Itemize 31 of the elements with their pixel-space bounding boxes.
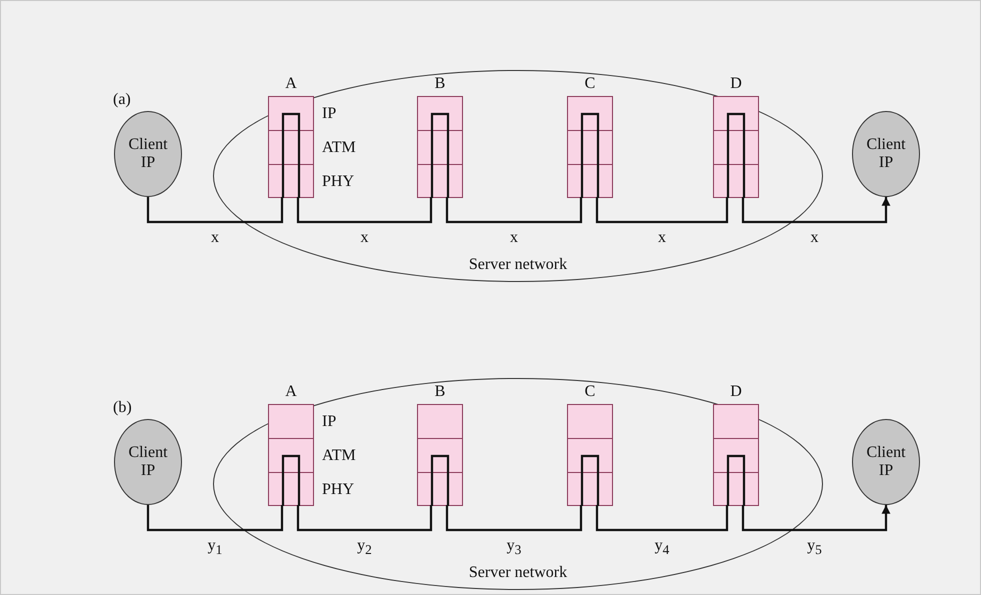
node-letter: D bbox=[730, 76, 742, 92]
connector bbox=[742, 197, 890, 224]
connector bbox=[446, 505, 582, 532]
node-label: Client IP bbox=[865, 136, 907, 172]
connector bbox=[596, 197, 728, 224]
connector bbox=[296, 505, 432, 532]
layer-label: ATM bbox=[322, 448, 356, 464]
layer-label: PHY bbox=[322, 482, 354, 498]
connector bbox=[596, 505, 728, 532]
node-label: Client IP bbox=[865, 444, 907, 480]
connector bbox=[446, 197, 582, 224]
node-letter: B bbox=[434, 76, 446, 92]
network-ellipse bbox=[213, 70, 823, 282]
layer-label: IP bbox=[322, 414, 336, 430]
connector bbox=[296, 197, 432, 224]
node-letter: C bbox=[584, 384, 596, 400]
node-letter: A bbox=[285, 384, 297, 400]
connector bbox=[742, 505, 890, 532]
network-label: Server network bbox=[468, 565, 568, 581]
network-label: Server network bbox=[468, 257, 568, 273]
node-letter: A bbox=[285, 76, 297, 92]
node-letter: C bbox=[584, 76, 596, 92]
node-label: Client IP bbox=[127, 136, 169, 172]
layer-label: PHY bbox=[322, 174, 354, 190]
node-letter: D bbox=[730, 384, 742, 400]
layer-label: IP bbox=[322, 106, 336, 122]
connector bbox=[146, 505, 284, 532]
layer-label: ATM bbox=[322, 140, 356, 156]
node-label: Client IP bbox=[127, 444, 169, 480]
node-letter: B bbox=[434, 384, 446, 400]
connector bbox=[146, 197, 284, 224]
